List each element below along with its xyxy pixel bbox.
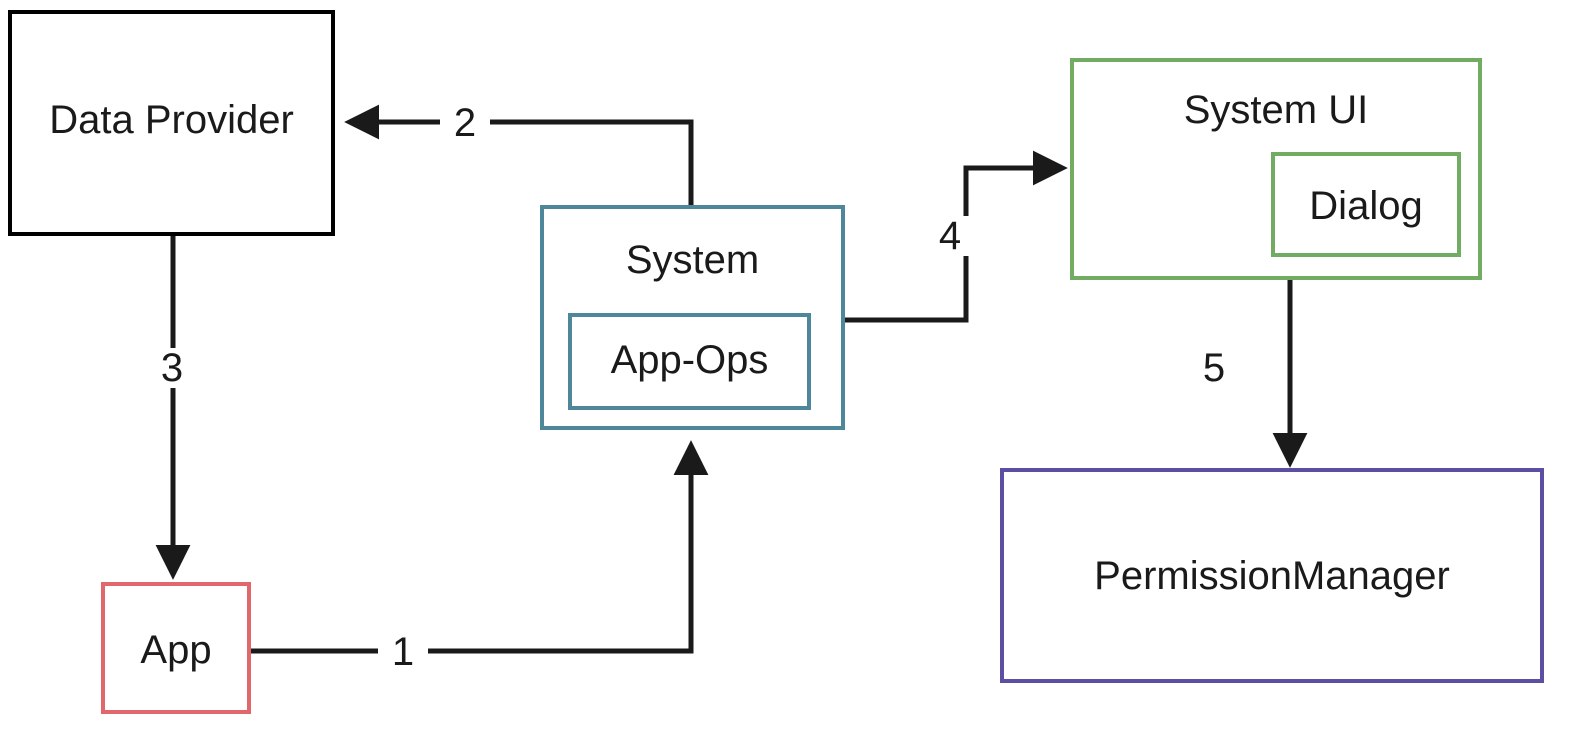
- node-app-ops[interactable]: [568, 313, 811, 410]
- node-data-provider[interactable]: [8, 10, 335, 236]
- edge-label-4: 4: [926, 216, 974, 256]
- node-permission-manager-label: PermissionManager: [1094, 554, 1450, 598]
- node-data-provider-label: Data Provider: [49, 98, 294, 142]
- edge-2-path: [344, 104, 694, 205]
- node-app-label: App: [140, 628, 212, 672]
- edge-label-2: 2: [440, 103, 490, 143]
- edge-label-1: 1: [378, 632, 428, 672]
- node-app-ops-label: App-Ops: [610, 338, 769, 382]
- node-dialog[interactable]: [1271, 152, 1461, 257]
- edge-1-path: [251, 440, 709, 654]
- edge-label-5: 5: [1190, 348, 1238, 388]
- node-dialog-label: Dialog: [1309, 184, 1423, 228]
- node-system-label: System: [625, 238, 760, 282]
- edge-label-3: 3: [148, 348, 196, 388]
- node-app[interactable]: [101, 582, 251, 714]
- node-system-ui-label: System UI: [1183, 88, 1369, 132]
- node-permission-manager[interactable]: [1000, 468, 1544, 683]
